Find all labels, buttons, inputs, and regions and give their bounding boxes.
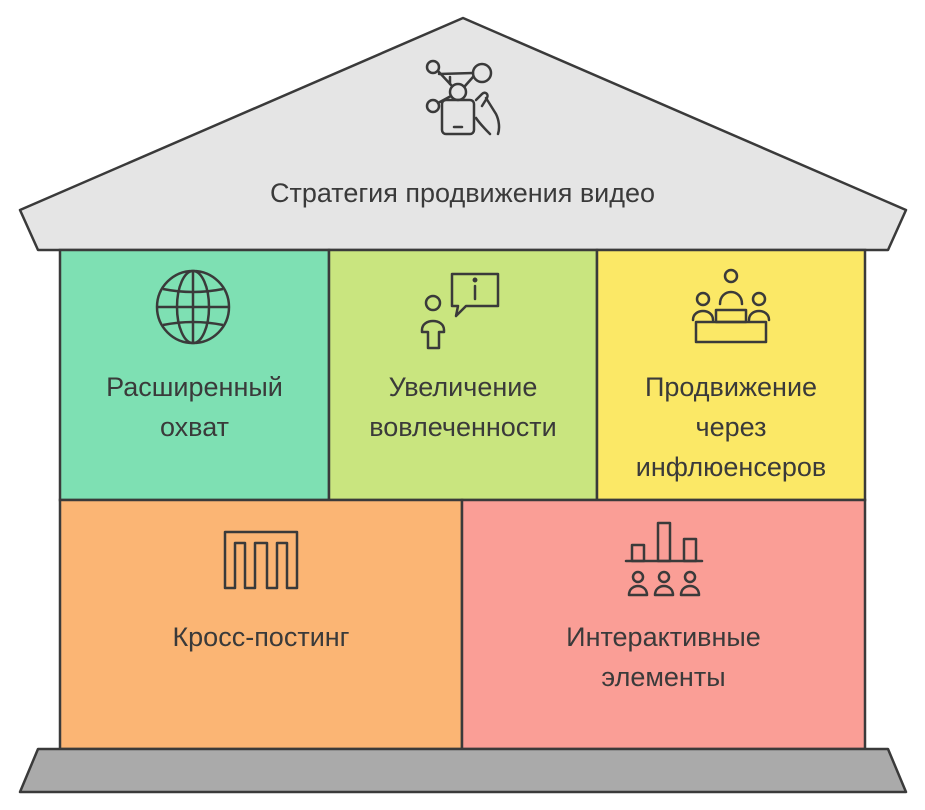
network-touch-icon — [425, 59, 501, 136]
bracket-grid-icon — [223, 530, 299, 590]
diagram-title: Стратегия продвижения видео — [269, 178, 656, 208]
pillar-reach-line-1: Расширенный — [106, 372, 283, 402]
cell-crossposting: Кросс-постинг — [60, 500, 462, 749]
foundation-interactive-line-1: Интерактивные — [566, 622, 761, 652]
pillar-engagement-line-2: вовлеченности — [369, 412, 557, 442]
pillar-reach-line-2: охват — [159, 412, 230, 442]
cell-influencers: Продвижение через инфлюенсеров — [597, 250, 865, 500]
foundation-crossposting-line-1: Кросс-постинг — [172, 622, 350, 652]
cell-crossposting-bg — [58, 498, 464, 751]
pillar-engagement-line-1: Увеличение — [388, 372, 538, 402]
base — [18, 747, 908, 794]
cell-interactive-bg — [460, 498, 867, 751]
person-chat-info-icon — [420, 272, 500, 350]
cell-interactive: Интерактивные элементы — [462, 500, 865, 749]
pillar-influencers-line-3: инфлюенсеров — [635, 452, 827, 482]
cell-engagement: Увеличение вовлеченности — [329, 250, 597, 500]
audience-chart-icon — [624, 521, 704, 597]
globe-icon — [155, 269, 231, 345]
pillar-influencers-line-2: через — [695, 412, 767, 442]
podium-people-icon — [691, 268, 771, 344]
cell-reach: Расширенный охват — [60, 250, 329, 500]
foundation-interactive-line-2: элементы — [601, 662, 726, 692]
pillar-influencers-line-1: Продвижение — [644, 372, 818, 402]
cell-engagement-bg — [327, 248, 599, 502]
